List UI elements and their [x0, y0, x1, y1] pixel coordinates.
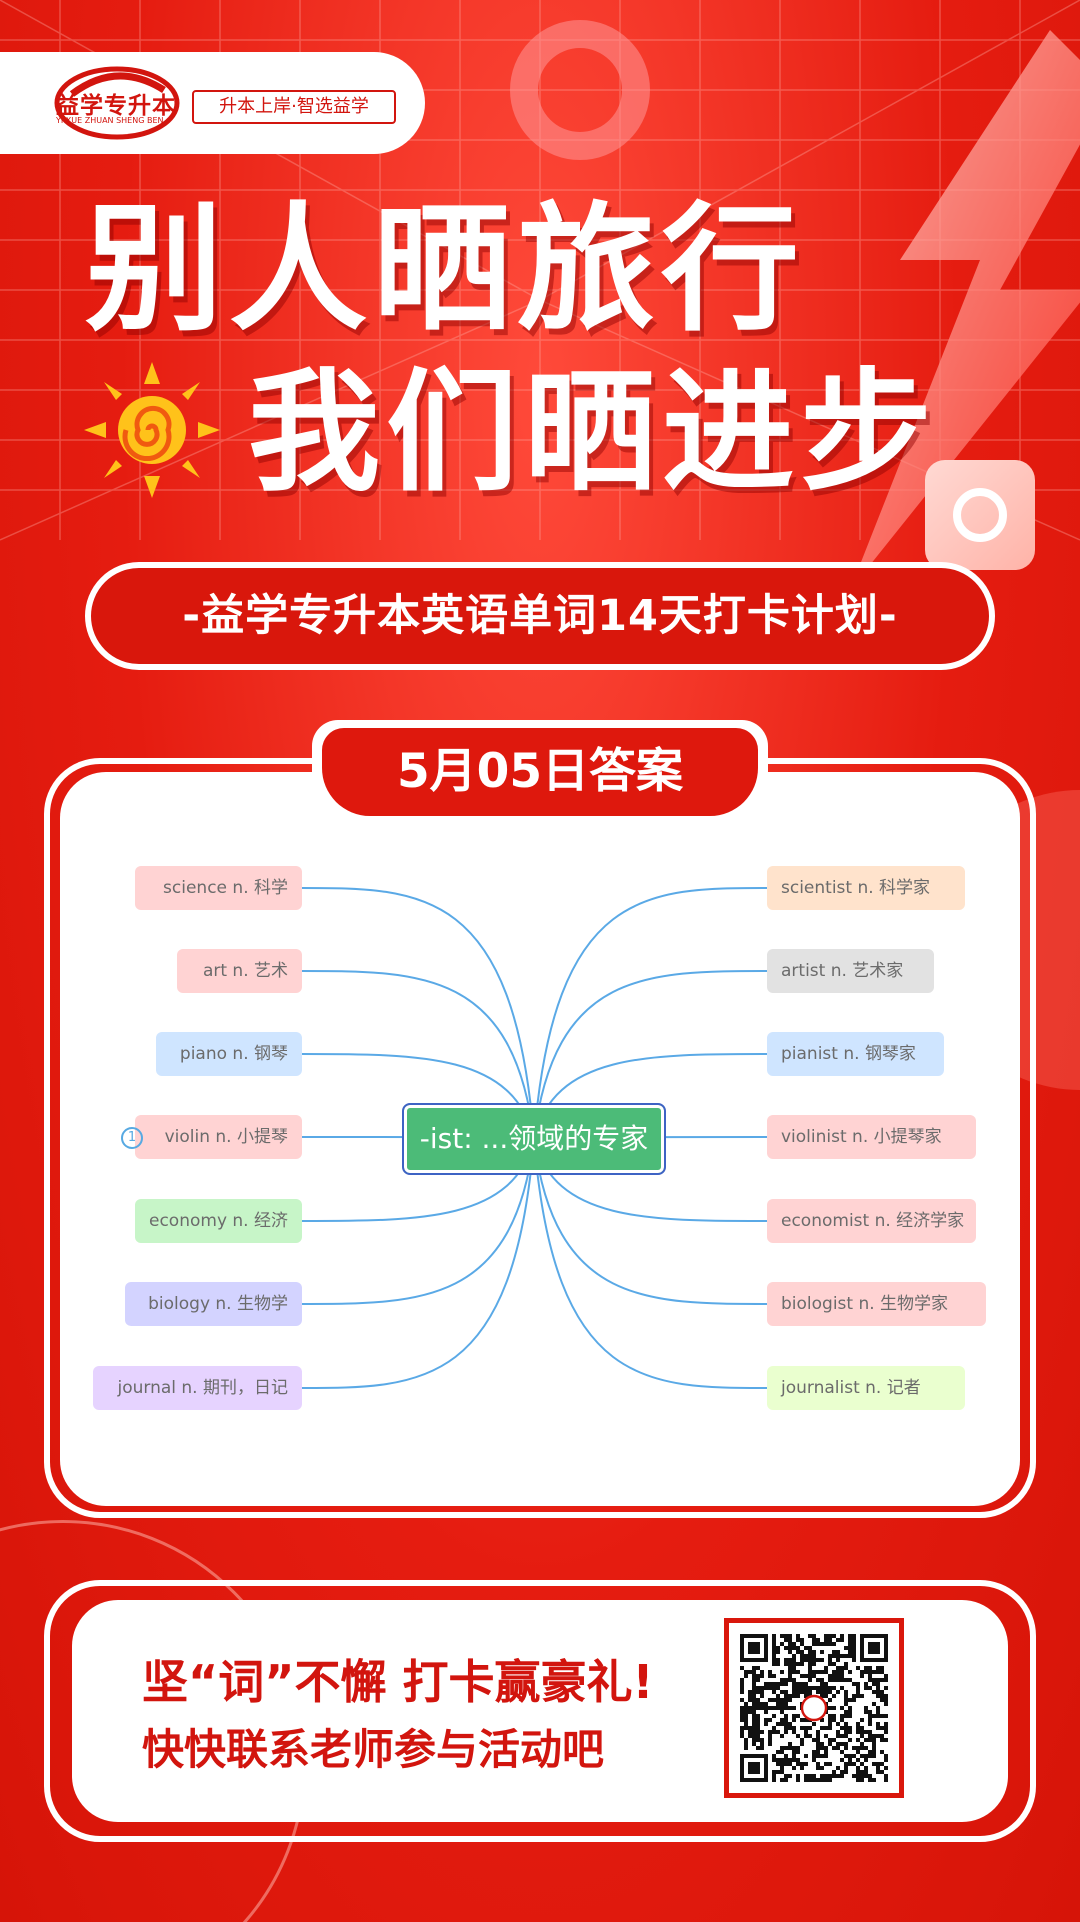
mindmap-right-node: scientist n. 科学家: [767, 866, 965, 910]
cta-subline: 快快联系老师参与活动吧: [142, 1725, 605, 1774]
headline-line1: 别人晒旅行: [85, 189, 806, 350]
mindmap-left-node: piano n. 钢琴: [156, 1032, 302, 1076]
mindmap-left-node: economy n. 经济: [135, 1199, 302, 1243]
mindmap-right-node: artist n. 艺术家: [767, 949, 934, 993]
priority-1-icon: 1: [121, 1127, 143, 1149]
logo-icon: [54, 66, 180, 140]
headline-line2: 我们晒进步: [248, 356, 938, 510]
mindmap-left-node: journal n. 期刊，日记: [93, 1366, 302, 1410]
brand-slogan: 升本上岸·智选益学: [192, 90, 396, 124]
mindmap-right-node: journalist n. 记者: [767, 1366, 965, 1410]
mindmap-right-node: pianist n. 钢琴家: [767, 1032, 944, 1076]
answer-date-tab: 5月05日答案: [322, 728, 758, 816]
decorative-ring: [510, 20, 650, 160]
brand-logo-card: 益学专升本 YI XUE ZHUAN SHENG BEN 升本上岸·智选益学: [0, 52, 425, 154]
brand-pinyin: YI XUE ZHUAN SHENG BEN: [56, 116, 164, 125]
medkit-decoration: [925, 460, 1035, 570]
mindmap-right-node: economist n. 经济学家: [767, 1199, 976, 1243]
brand-name: 益学专升本: [56, 93, 176, 119]
sun-icon: [84, 362, 220, 498]
mindmap-right-node: biologist n. 生物学家: [767, 1282, 986, 1326]
mindmap-left-node: science n. 科学: [135, 866, 302, 910]
mindmap-left-node: violin n. 小提琴: [135, 1115, 302, 1159]
lightning-bolt-decoration: [850, 30, 1080, 590]
mindmap-left-node: art n. 艺术: [177, 949, 302, 993]
cta-card-border: [44, 1580, 1036, 1842]
qr-code[interactable]: [740, 1634, 888, 1782]
plan-title-banner: -益学专升本英语单词14天打卡计划-: [85, 562, 995, 670]
cta-headline: 坚“词”不懈 打卡赢豪礼!: [142, 1655, 654, 1709]
mindmap-center-node: -ist: ...领域的专家: [402, 1103, 666, 1175]
mindmap-left-node: biology n. 生物学: [125, 1282, 302, 1326]
mindmap-right-node: violinist n. 小提琴家: [767, 1115, 976, 1159]
